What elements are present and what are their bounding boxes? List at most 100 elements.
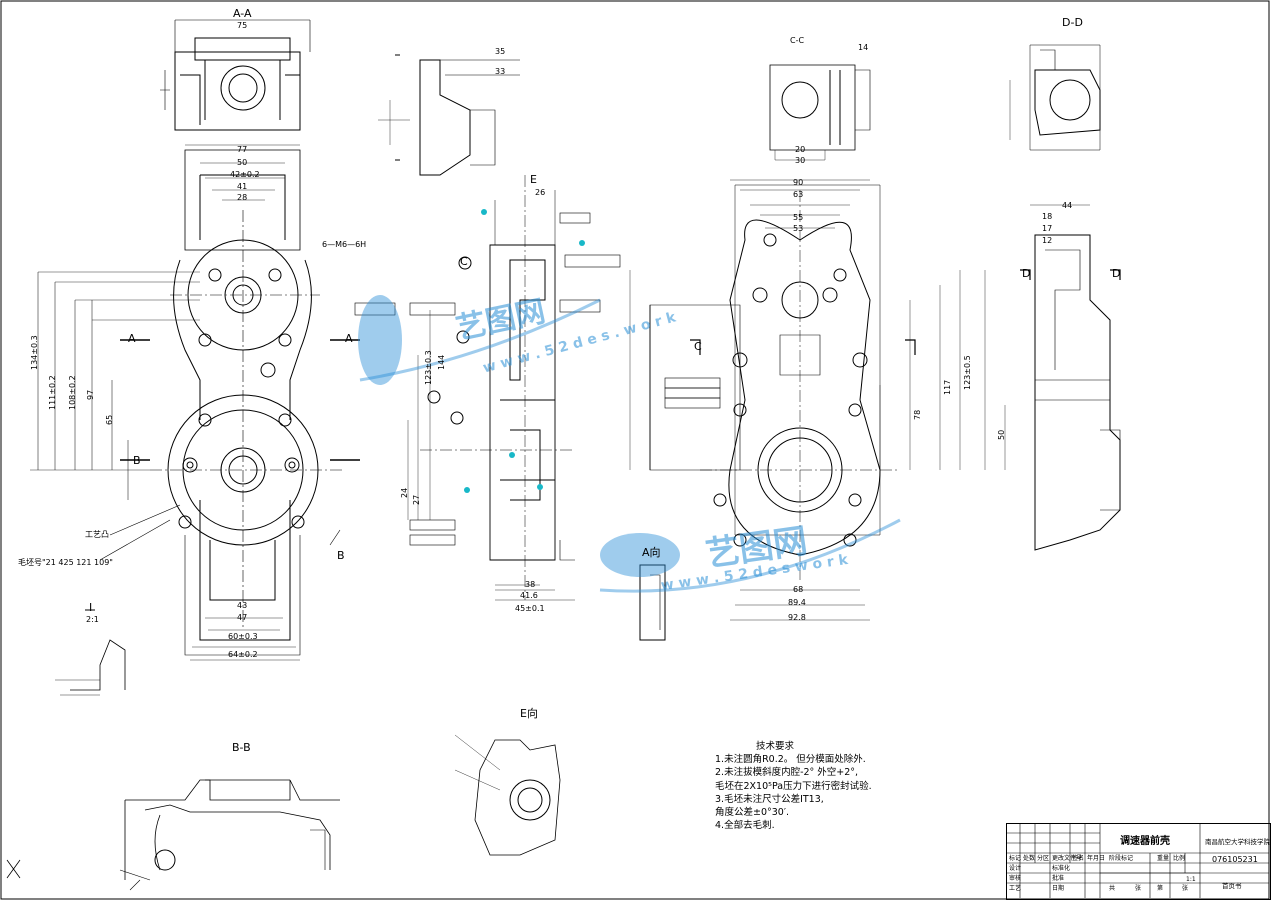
tb-mid-label: 批准 bbox=[1052, 875, 1065, 882]
dim-26: 26 bbox=[535, 188, 546, 197]
dim-63: 63 bbox=[793, 190, 804, 199]
dim-42: 42±0.2 bbox=[230, 170, 260, 179]
view-dd bbox=[1009, 44, 1101, 151]
tech-req-line: 角度公差±0°30′. bbox=[715, 807, 790, 819]
dim-97: 97 bbox=[86, 389, 95, 400]
tb-sheet-label: 张 bbox=[1182, 885, 1189, 892]
view-title-bb: B-B bbox=[232, 741, 251, 754]
dim-24: 24 bbox=[400, 487, 409, 498]
section-mark-d-left: D bbox=[1022, 267, 1031, 280]
view-scale-detail-i: 2:1 bbox=[86, 615, 99, 624]
dim-75: 75 bbox=[237, 21, 248, 30]
dim-28: 28 bbox=[237, 193, 248, 202]
tb-left-label: 工艺 bbox=[1009, 885, 1022, 892]
dim-92: 92.8 bbox=[788, 613, 806, 622]
watermark-globe-2 bbox=[600, 533, 680, 577]
tech-req-line: 毛坯在2X10⁵Pa压力下进行密封试验. bbox=[715, 780, 872, 792]
dim-90: 90 bbox=[793, 178, 804, 187]
view-side-section bbox=[354, 175, 721, 601]
callout-part-no: 毛坯号"21 425 121 109" bbox=[18, 558, 113, 567]
tb-right-label: 比例 bbox=[1173, 855, 1186, 862]
title-drawing-no: 076105231 bbox=[1212, 855, 1258, 864]
tb-mid-label: 日期 bbox=[1052, 885, 1065, 892]
view-a-direction bbox=[639, 564, 666, 641]
dim-33: 33 bbox=[495, 67, 506, 76]
dim-60: 60±0.3 bbox=[228, 632, 258, 641]
tb-row-label: 处数 bbox=[1023, 855, 1036, 862]
dim-20: 20 bbox=[795, 145, 806, 154]
dim-18: 18 bbox=[1042, 212, 1053, 221]
view-detail-top bbox=[378, 54, 520, 176]
tb-mid-label: 标准化 bbox=[1052, 865, 1071, 872]
title-block-grid bbox=[1006, 823, 1269, 898]
dim-64: 64±0.2 bbox=[228, 650, 258, 659]
dim-117: 117 bbox=[943, 379, 952, 395]
dim-17: 17 bbox=[1042, 224, 1053, 233]
tb-right-label: 阶段标记 bbox=[1109, 855, 1134, 862]
dim-65: 65 bbox=[105, 414, 114, 425]
tb-row-label: 年月日 bbox=[1087, 855, 1106, 862]
dim-53: 53 bbox=[793, 224, 804, 233]
dim-12: 12 bbox=[1042, 236, 1053, 245]
view-right-front bbox=[629, 179, 961, 621]
section-mark-d-right: D bbox=[1112, 267, 1121, 280]
view-detail-i bbox=[55, 609, 126, 696]
view-title-aa: A-A bbox=[233, 7, 252, 20]
tb-sheet-label: 张 bbox=[1135, 885, 1142, 892]
corner-cross bbox=[6, 859, 21, 879]
dim-144: 144 bbox=[437, 354, 446, 370]
dim-47: 47 bbox=[237, 613, 248, 622]
title-school: 南昌航空大学科技学院 bbox=[1205, 838, 1270, 846]
dim-134: 134±0.3 bbox=[30, 335, 39, 370]
dim-123b: 123±0.5 bbox=[963, 355, 972, 390]
tb-row-label: 分区 bbox=[1037, 855, 1050, 862]
tb-right-label: 重量 bbox=[1157, 855, 1170, 862]
tb-row-label: 标记 bbox=[1009, 855, 1022, 862]
view-front-main bbox=[30, 144, 360, 661]
dim-123: 123±0.3 bbox=[424, 350, 433, 385]
dim-111: 111±0.2 bbox=[48, 375, 57, 410]
teal-markers bbox=[464, 209, 585, 493]
tb-row-label: 更改文件号 bbox=[1052, 855, 1083, 862]
dim-50-v: 50 bbox=[997, 429, 1006, 440]
tech-req-line: 2.未注拔模斜度内腔-2° 外空+2°, bbox=[715, 767, 859, 779]
dim-108: 108±0.2 bbox=[68, 375, 77, 410]
tb-left-label: 审核 bbox=[1009, 875, 1022, 882]
dim-14: 14 bbox=[858, 43, 869, 52]
datum-c: C bbox=[460, 255, 468, 268]
dim-38: 38 bbox=[525, 580, 536, 589]
tb-sheet-label: 共 bbox=[1109, 885, 1116, 892]
dim-68: 68 bbox=[793, 585, 804, 594]
view-aa bbox=[160, 19, 311, 131]
dim-43: 43 bbox=[237, 601, 248, 610]
section-mark-b-right: B bbox=[337, 549, 345, 562]
dim-30: 30 bbox=[795, 156, 806, 165]
view-title-detail-i: I bbox=[89, 601, 93, 614]
dim-27: 27 bbox=[412, 494, 421, 505]
view-cc bbox=[769, 64, 871, 161]
view-title-dd: D-D bbox=[1062, 16, 1083, 29]
dim-45: 45±0.1 bbox=[515, 604, 545, 613]
watermark-swoosh bbox=[359, 298, 901, 593]
section-mark-a-left: A bbox=[128, 332, 136, 345]
dim-55: 55 bbox=[793, 213, 804, 222]
dim-77: 77 bbox=[237, 145, 248, 154]
dim-89: 89.4 bbox=[788, 598, 806, 607]
dim-41-6: 41.6 bbox=[520, 591, 538, 600]
dim-44: 44 bbox=[1062, 201, 1073, 210]
tech-req-line: 3.毛坯未注尺寸公差IT13, bbox=[715, 793, 824, 805]
title-scale: 1:1 bbox=[1186, 876, 1196, 883]
title-part-name: 调速器前壳 bbox=[1120, 836, 1170, 847]
callout-process-boss: 工艺凸 bbox=[85, 530, 109, 539]
section-mark-c: C bbox=[694, 340, 702, 353]
title-block: 标记 处数 分区 更改文件号 签名 年月日 设计 审核 工艺 标准化 批准 日期… bbox=[1006, 823, 1271, 900]
section-mark-b-left: B bbox=[133, 454, 141, 467]
tb-left-label: 设计 bbox=[1009, 865, 1022, 872]
view-title-cc: C-C bbox=[790, 36, 805, 45]
tech-req-line: 4.全部去毛刺. bbox=[715, 820, 775, 832]
section-mark-e: E bbox=[530, 173, 537, 186]
tech-req-line: 1.未注圆角R0.2。 但分模面处除外. bbox=[715, 754, 866, 766]
view-title-e: E向 bbox=[520, 707, 538, 720]
view-title-a: A向 bbox=[642, 546, 661, 559]
